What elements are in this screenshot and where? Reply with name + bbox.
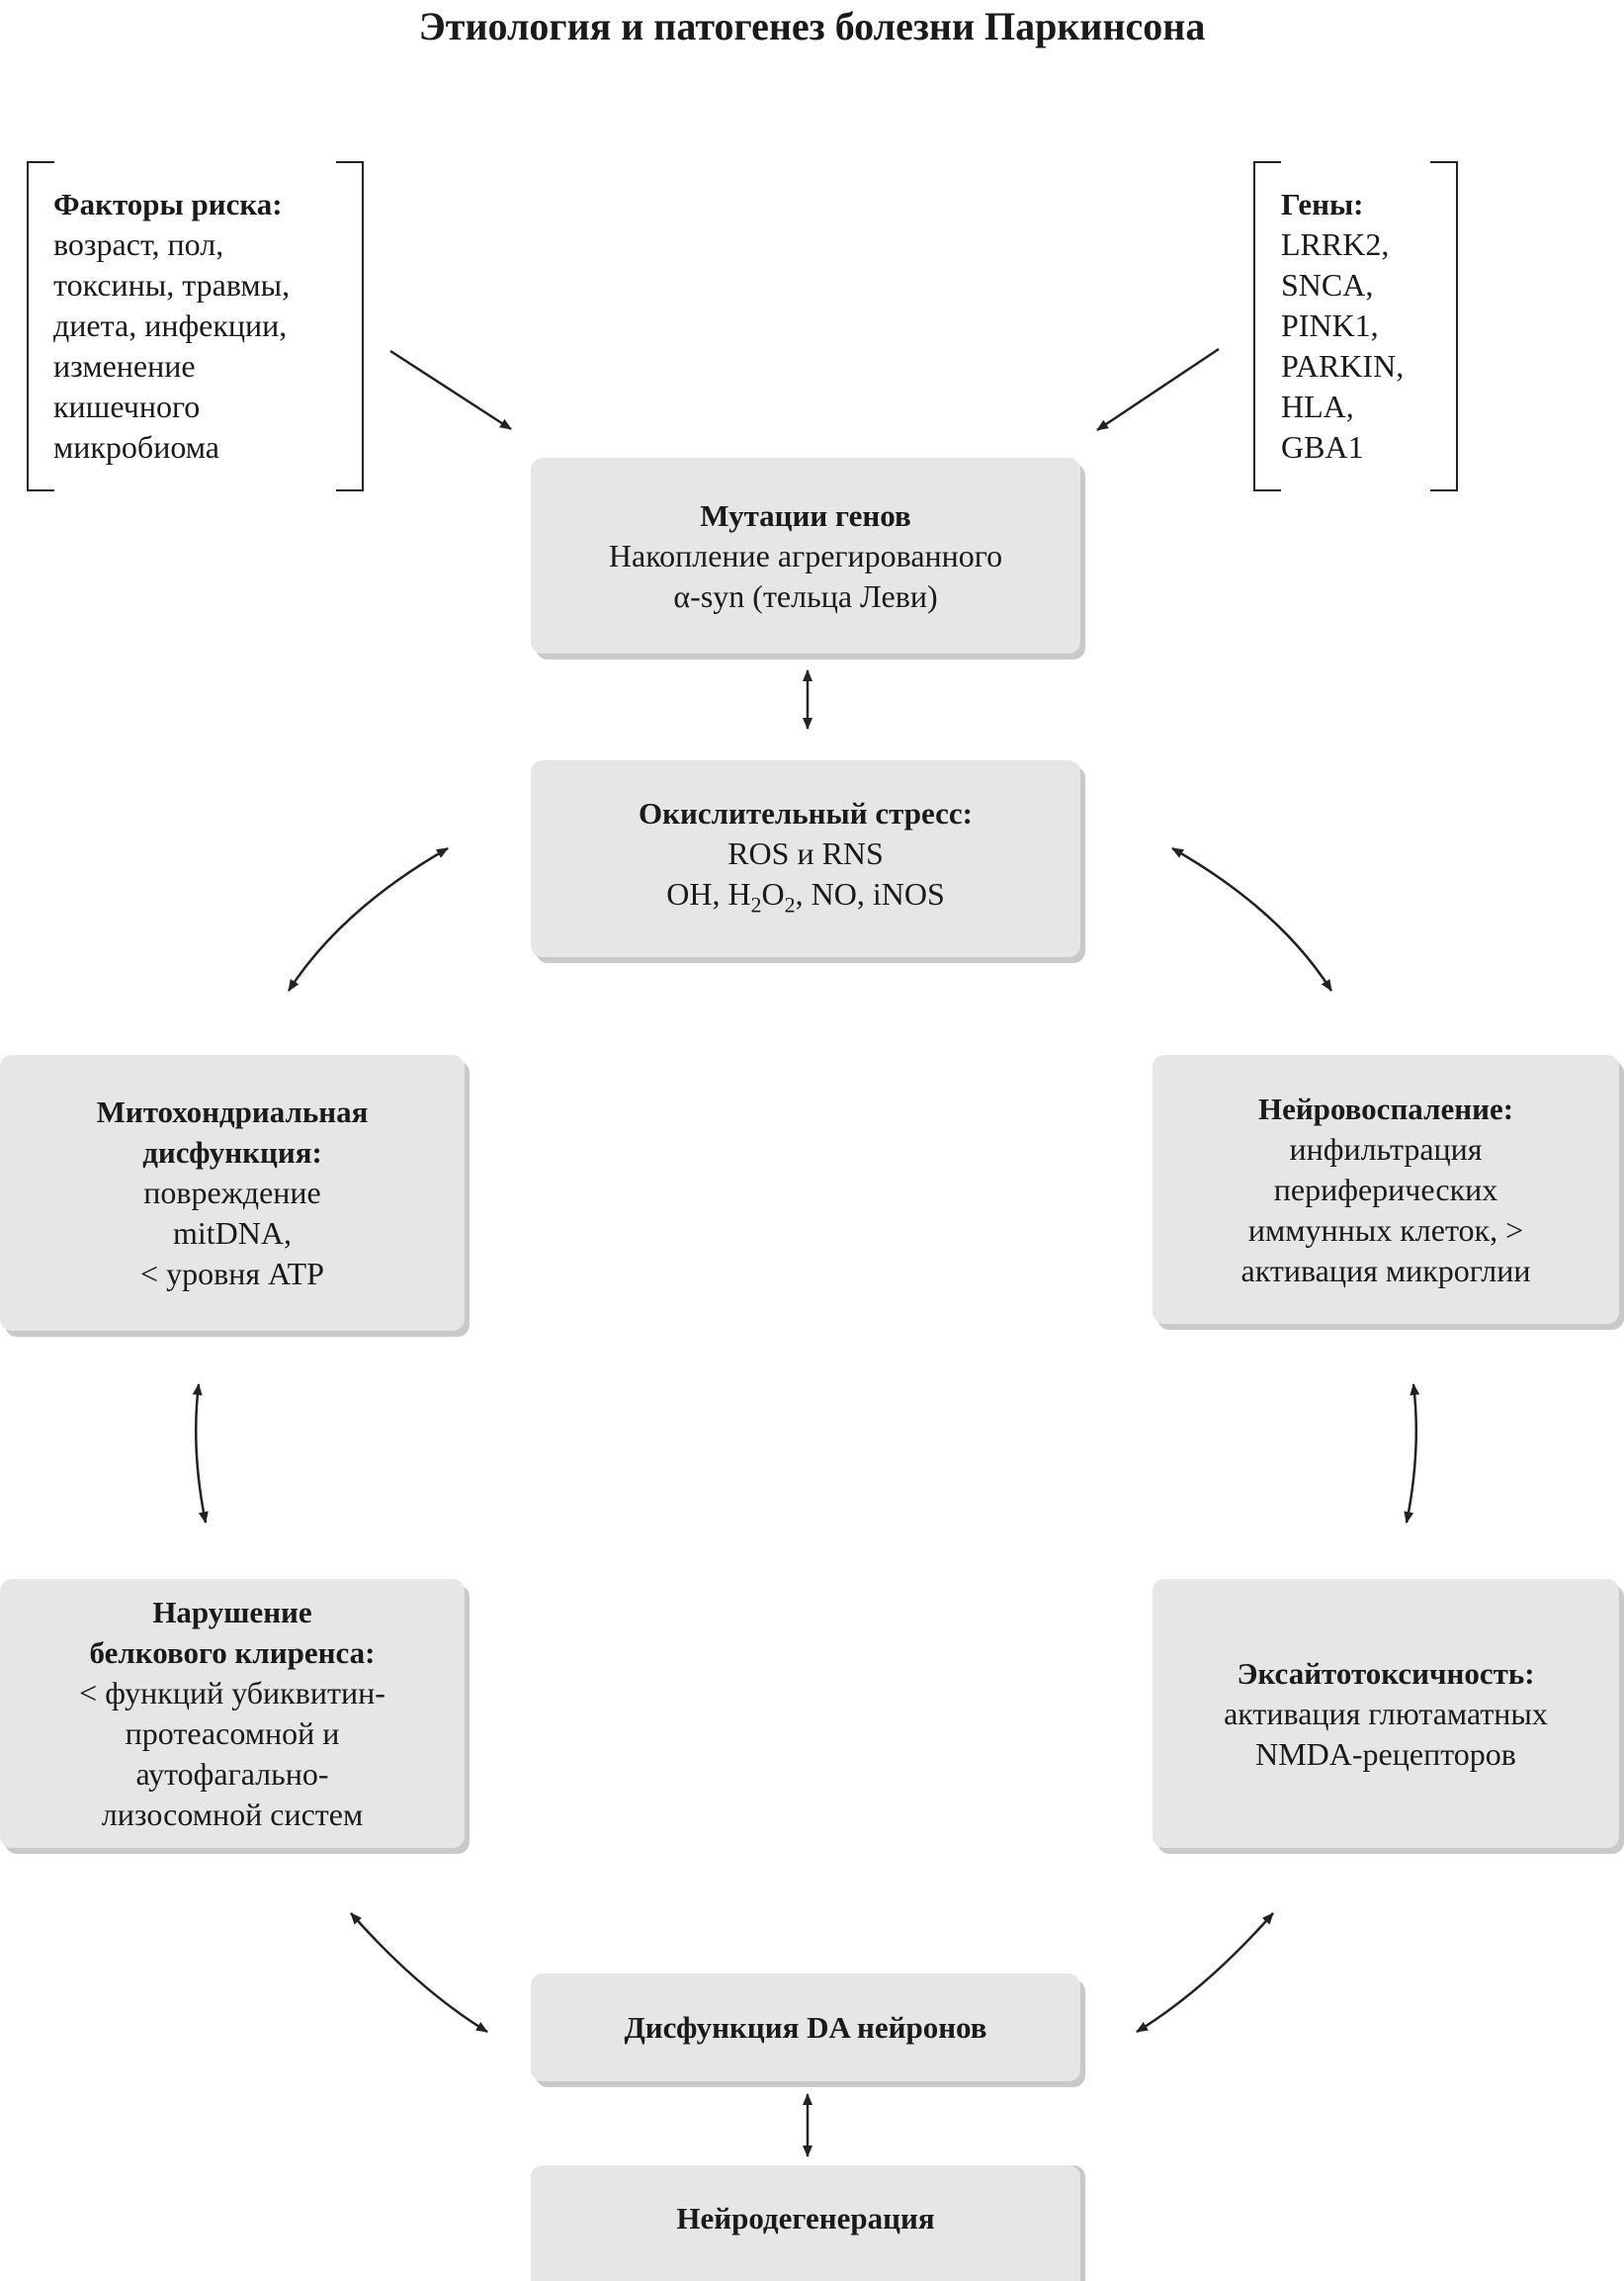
oxidative-stress-heading: Окислительный стресс: <box>639 795 973 831</box>
mitochondrial-dysfunction-box: Митохондриальная дисфункция: повреждение… <box>0 1055 465 1331</box>
risk-line: токсины, травмы, <box>53 267 291 303</box>
neuroinflammation-line: иммунных клеток, > <box>1247 1211 1524 1248</box>
da-neuron-dysfunction-heading: Дисфункция DA нейронов <box>624 2010 987 2045</box>
diagram-title: Этиология и патогенез болезни Паркинсона <box>418 4 1206 48</box>
neuroinflammation-line: периферических <box>1273 1171 1498 1207</box>
risk-line: микробиома <box>53 429 219 465</box>
arrow-protein-da <box>350 1912 488 2034</box>
arrow-mito-protein <box>192 1383 209 1524</box>
risk-factors-text: Факторы риска: возраст, пол, токсины, тр… <box>53 184 290 468</box>
arrow-inflam-excito <box>1404 1383 1420 1524</box>
gene-mutations-heading: Мутации генов <box>700 497 911 533</box>
arrow-stress-mito <box>287 846 449 992</box>
protein-clearance-heading: Нарушение <box>152 1595 312 1629</box>
protein-clearance-heading: белкового клиренса: <box>89 1635 376 1670</box>
neuroinflammation-line: активация микроглии <box>1240 1252 1531 1288</box>
formula-part: O <box>761 875 785 912</box>
gene-mutations-line: Накопление агрегированного <box>608 537 1003 573</box>
formula-subscript: 2 <box>750 892 762 918</box>
formula-part: OH, H <box>666 875 751 912</box>
neuroinflammation-heading: Нейровоспаление: <box>1257 1091 1514 1126</box>
risk-line: кишечного <box>53 389 201 424</box>
neuroinflammation-line: инфильтрация <box>1289 1130 1483 1167</box>
gene-line: LRRK2, <box>1281 226 1390 262</box>
excitotoxicity-line: активация глютаматных <box>1224 1695 1548 1731</box>
gene-line: GBA1 <box>1281 429 1364 465</box>
genes-bracket-right <box>1430 161 1458 491</box>
excitotoxicity-heading: Эксайтотоксичность: <box>1237 1655 1535 1691</box>
risk-line: изменение <box>53 348 196 384</box>
neurodegeneration-heading: Нейродегенерация <box>676 2201 935 2236</box>
risk-line: диета, инфекции, <box>53 307 288 343</box>
formula-subscript: 2 <box>784 892 796 918</box>
mito-line: повреждение <box>143 1175 321 1210</box>
protein-clearance-line: протеасомной и <box>125 1715 340 1751</box>
arrow-risk-to-mutations <box>389 349 512 431</box>
gene-line: PARKIN, <box>1281 348 1405 384</box>
gene-mutations-box: Мутации генов Накопление агрегированного… <box>531 458 1080 654</box>
mito-heading: дисфункция: <box>142 1135 322 1170</box>
gene-mutations-line: α-syn (тельца Леви) <box>673 577 938 614</box>
oxidative-stress-line: ROS и RNS <box>727 834 884 871</box>
genes-text: Гены: LRRK2, SNCA, PINK1, PARKIN, HLA, G… <box>1281 184 1404 468</box>
oxidative-stress-box: Окислительный стресс: ROS и RNS OH, H2O2… <box>531 760 1080 957</box>
da-neuron-dysfunction-box: Дисфункция DA нейронов <box>531 1974 1080 2081</box>
protein-clearance-line: лизосомной систем <box>101 1797 364 1832</box>
risk-line: возраст, пол, <box>53 226 224 262</box>
excitotoxicity-line: NMDA-рецепторов <box>1255 1735 1516 1772</box>
mito-line: mitDNA, <box>173 1215 292 1251</box>
oxidative-stress-formula: OH, H2O2, NO, iNOS <box>666 874 945 924</box>
protein-clearance-line: аутофагально- <box>135 1756 329 1792</box>
formula-part: , NO, iNOS <box>795 875 945 912</box>
arrow-genes-to-mutations <box>1096 347 1220 432</box>
neurodegeneration-box: Нейродегенерация <box>531 2165 1080 2281</box>
arrow-stress-inflam <box>1171 846 1333 992</box>
protein-clearance-line: < функций убиквитин- <box>79 1675 385 1711</box>
genes-bracket-left <box>1253 161 1281 491</box>
neuroinflammation-box: Нейровоспаление: инфильтрация перифериче… <box>1153 1055 1619 1324</box>
gene-line: HLA, <box>1281 389 1354 424</box>
arrow-excito-da <box>1136 1912 1274 2034</box>
excitotoxicity-box: Эксайтотоксичность: активация глютаматны… <box>1153 1579 1619 1848</box>
risk-bracket-left <box>27 161 54 491</box>
risk-bracket-right <box>336 161 364 491</box>
protein-clearance-box: Нарушение белкового клиренса: < функций … <box>0 1579 465 1848</box>
mito-line: < уровня ATP <box>140 1256 324 1291</box>
genes-heading: Гены: <box>1281 187 1364 221</box>
gene-line: SNCA, <box>1281 267 1374 303</box>
gene-line: PINK1, <box>1281 307 1379 343</box>
mito-heading: Митохондриальная <box>96 1095 369 1129</box>
risk-factors-heading: Факторы риска: <box>53 187 283 221</box>
